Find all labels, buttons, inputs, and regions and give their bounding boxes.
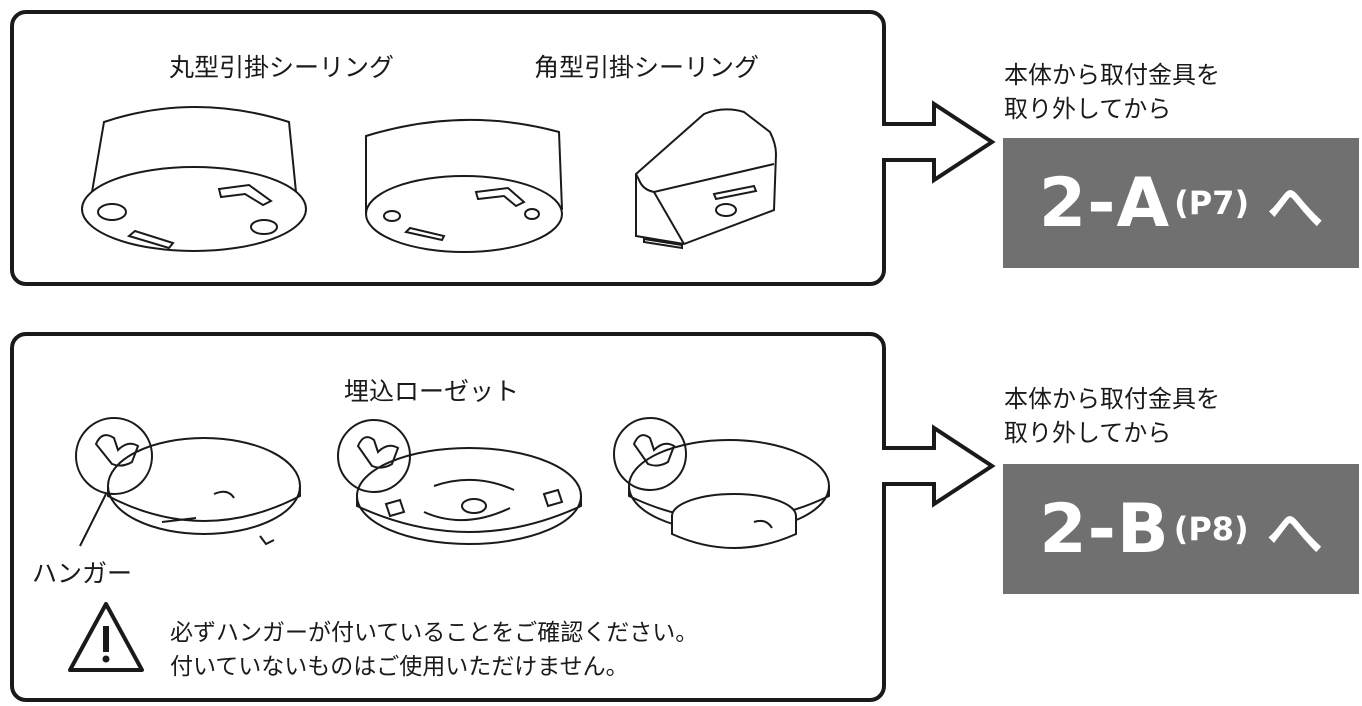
right-arrow-icon: [882, 100, 996, 184]
rosette-illustration-2: [337, 419, 582, 545]
goto-code: 2-A: [1038, 163, 1171, 243]
label-hanger: ハンガー: [32, 559, 133, 588]
round-ceiling-illustration: [81, 106, 307, 252]
rosette-illustrations: [68, 417, 830, 672]
warning-line-2: 付いていないものはご使用いただけません。: [170, 654, 629, 680]
goto-page: (P7): [1174, 184, 1250, 222]
right-arrow-icon-2: [882, 424, 996, 508]
instruction-top-line2: 取り外してから: [1004, 95, 1172, 123]
label-round-ceiling: 丸型引掛シーリング: [169, 53, 395, 82]
instruction-top-line1: 本体から取付金具を: [1004, 61, 1220, 89]
rosette-illustration-1: [75, 417, 301, 547]
goto-2a-box: 2-A (P7) へ: [1003, 138, 1359, 268]
instruction-bottom-line2: 取り外してから: [1004, 419, 1172, 447]
warning-line-1: 必ずハンガーが付いていることをご確認ください。: [170, 620, 699, 646]
goto-page-b: (P8): [1173, 510, 1249, 548]
goto-suffix-b: へ: [1266, 501, 1323, 567]
rosette-illustration-3: [613, 417, 830, 549]
instruction-top: 本体から取付金具を 取り外してから: [1004, 58, 1220, 126]
instruction-bottom: 本体から取付金具を 取り外してから: [1004, 382, 1220, 450]
ceiling-illustrations: [81, 106, 778, 253]
goto-2b-box: 2-B (P8) へ: [1003, 464, 1359, 594]
round-ceiling-illustration-2: [365, 118, 564, 253]
goto-suffix: へ: [1267, 175, 1324, 241]
instruction-bottom-line1: 本体から取付金具を: [1004, 385, 1220, 413]
label-square-ceiling: 角型引掛シーリング: [534, 53, 760, 82]
label-embedded-rosette: 埋込ローゼット: [344, 377, 520, 406]
bottom-panel-embedded-rosette: 埋込ローゼット ハンガー: [10, 332, 886, 702]
square-ceiling-illustration: [635, 108, 778, 250]
top-panel-ceiling-types: 丸型引掛シーリング 角型引掛シーリング: [10, 10, 886, 286]
goto-code-b: 2-B: [1039, 489, 1170, 569]
warning-triangle-icon: [68, 602, 144, 672]
